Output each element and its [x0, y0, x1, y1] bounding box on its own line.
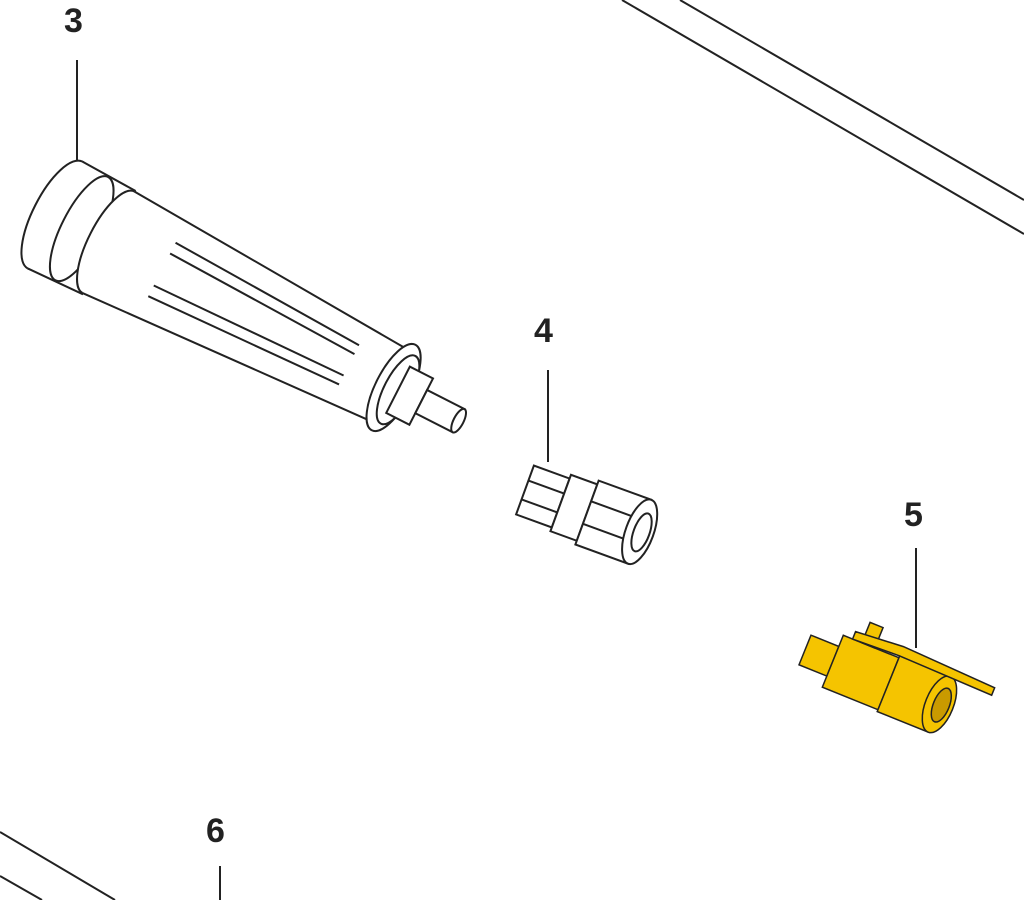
frame-lines-bottom [0, 831, 116, 900]
ball-valve-part [798, 621, 996, 734]
callout-label-4: 4 [534, 312, 553, 350]
frame-lines-top [621, 0, 1024, 235]
callout-label-3: 3 [64, 2, 83, 40]
coupling-part [514, 464, 659, 566]
callout-label-6: 6 [206, 812, 225, 850]
leader-lines [76, 60, 917, 900]
callout-label-5: 5 [904, 496, 923, 534]
handle-part [20, 159, 468, 434]
